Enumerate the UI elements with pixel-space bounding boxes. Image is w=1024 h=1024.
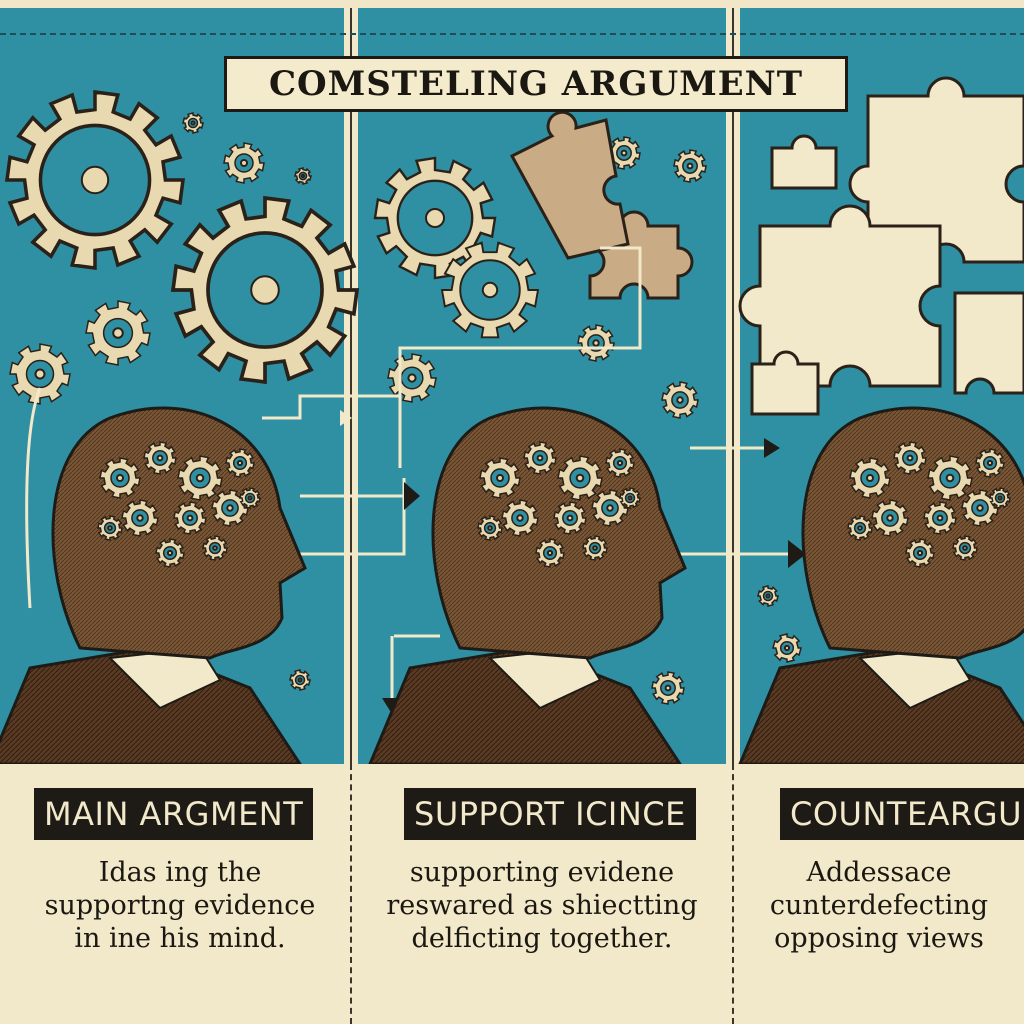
caption-line: Idas ing the (98, 857, 262, 888)
gear-icon (849, 457, 891, 499)
gear-icon (99, 457, 141, 499)
gear-icon (202, 535, 228, 561)
gear-icon (757, 585, 779, 607)
gear-icon (871, 499, 909, 537)
gear-icon (661, 381, 699, 419)
gear-icon (651, 671, 685, 705)
gear-icon (557, 455, 603, 501)
gear-icon (923, 501, 957, 535)
gear-icon (952, 535, 978, 561)
gear-icon (294, 167, 312, 185)
gear-icon (905, 538, 935, 568)
gear-icon (535, 538, 565, 568)
illustration (0, 8, 1024, 764)
gear-icon (605, 448, 635, 478)
puzzle-piece-icon (738, 76, 1024, 416)
caption-divider (350, 764, 352, 1024)
gear-icon (501, 499, 539, 537)
gear-icon (961, 489, 999, 527)
panel-caption: Idas ing the supportng evidence in ine h… (30, 856, 330, 955)
gear-icon (225, 448, 255, 478)
puzzle-piece-icon (509, 110, 694, 300)
caption-line: Addessace (806, 857, 952, 888)
panel-caption: Addessace cunterdefecting opposing views (744, 856, 1014, 955)
caption-line: cunterdefecting (769, 890, 989, 921)
gear-icon (893, 441, 927, 475)
gear-icon (289, 669, 311, 691)
gear-icon (9, 343, 71, 405)
gear-icon (847, 515, 873, 541)
gear-icon (927, 455, 973, 501)
panel-main-argument: MAIN ARGMENT Idas ing the supportng evid… (0, 764, 350, 1024)
gear-icon (989, 487, 1011, 509)
caption-line: opposing views (774, 923, 984, 954)
panel-support-evidence: SUPPORT ICINCE supporting evidene reswar… (352, 764, 732, 1024)
caption-line: reswared as shiectting (386, 890, 698, 921)
gear-icon (4, 89, 186, 271)
panel-label: COUNTEARGUMTY (780, 788, 1024, 840)
page-title: COMSTELING ARGUMENT (268, 64, 804, 104)
caption-line: delficting together. (411, 923, 673, 954)
panel-label: MAIN ARGMENT (34, 788, 314, 840)
gear-icon (582, 535, 608, 561)
caption-line: in ine his mind. (74, 923, 286, 954)
gear-icon (239, 487, 261, 509)
title-banner: COMSTELING ARGUMENT (224, 56, 848, 112)
gear-icon (143, 441, 177, 475)
caption-line: supporting evidene (409, 857, 675, 888)
gear-icon (121, 499, 159, 537)
gear-cluster (4, 89, 802, 705)
gear-icon (211, 489, 249, 527)
gear-icon (177, 455, 223, 501)
captions-strip: MAIN ARGMENT Idas ing the supportng evid… (0, 764, 1024, 1024)
gear-icon (523, 441, 557, 475)
gear-icon (577, 324, 615, 362)
gear-icon (85, 300, 151, 366)
gear-icon (553, 501, 587, 535)
gear-icon (673, 149, 707, 183)
gear-icon (173, 501, 207, 535)
gear-icon (477, 515, 503, 541)
caption-divider (732, 764, 734, 1024)
panel-caption: supporting evidene reswared as shiecttin… (372, 856, 712, 955)
gear-icon (155, 538, 185, 568)
gear-icon (975, 448, 1005, 478)
gear-icon (607, 136, 641, 170)
gear-icon (619, 487, 641, 509)
gear-icon (182, 112, 204, 134)
gear-icon (591, 489, 629, 527)
panel-dividers (0, 8, 1024, 764)
panel-counterargument: COUNTEARGUMTY Addessace cunterdefecting … (734, 764, 1024, 1024)
gear-icon (97, 515, 123, 541)
panel-label: SUPPORT ICINCE (404, 788, 696, 840)
gear-icon (223, 142, 265, 184)
gear-icon (170, 195, 360, 385)
gear-icon (479, 457, 521, 499)
gear-icon (440, 241, 540, 339)
gear-icon (772, 633, 802, 663)
caption-line: supportng evidence (44, 890, 316, 921)
illustration-scene: COMSTELING ARGUMENT (0, 8, 1024, 764)
head-silhouettes (0, 406, 1024, 764)
